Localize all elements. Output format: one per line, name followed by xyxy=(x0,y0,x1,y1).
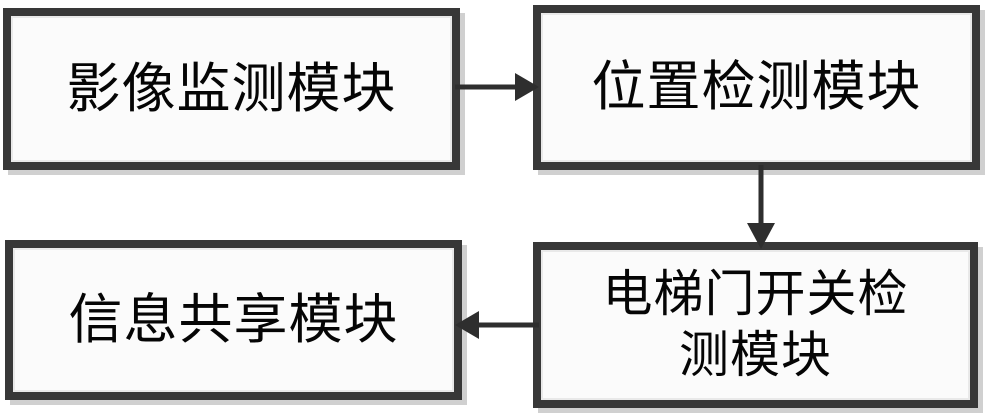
node-position-detection[interactable]: 位置检测模块 xyxy=(533,5,980,170)
node-image-monitoring-label: 影像监测模块 xyxy=(66,56,397,120)
node-door-switch[interactable]: 电梯门开关检 测模块 xyxy=(533,242,978,408)
arrow-position-detection-to-door-switch xyxy=(738,165,784,249)
node-info-sharing[interactable]: 信息共享模块 xyxy=(5,240,462,400)
arrow-door-switch-to-info-sharing xyxy=(455,304,539,346)
arrow-image-monitoring-to-position-detection xyxy=(455,66,539,108)
node-image-monitoring[interactable]: 影像监测模块 xyxy=(3,8,460,170)
node-door-switch-label: 电梯门开关检 测模块 xyxy=(602,265,909,384)
node-info-sharing-label: 信息共享模块 xyxy=(68,287,399,351)
node-position-detection-label: 位置检测模块 xyxy=(591,55,922,119)
